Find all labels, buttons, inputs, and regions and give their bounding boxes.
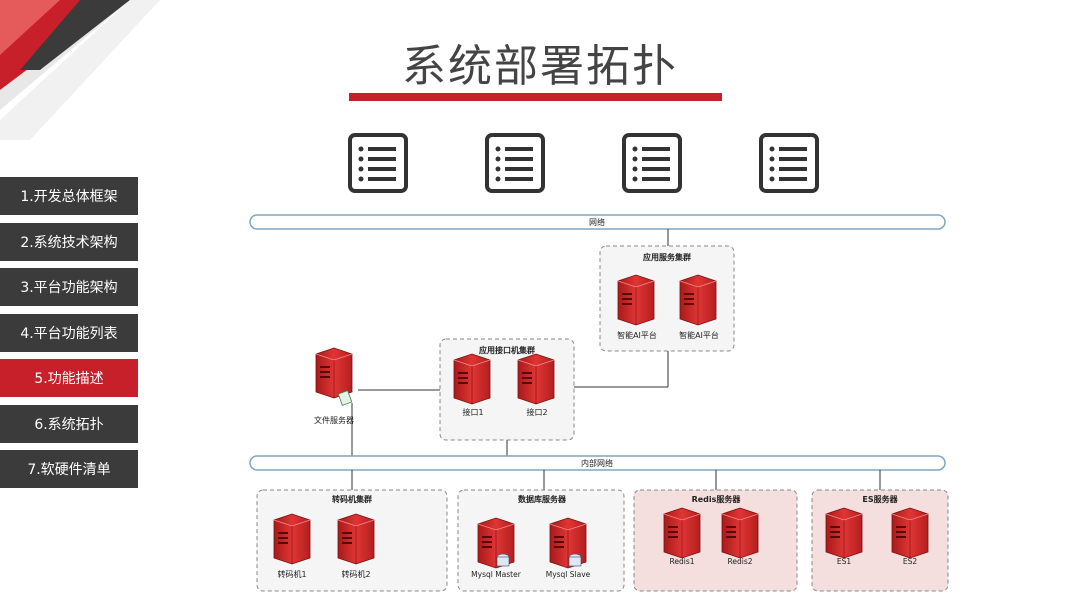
document-list-icon	[622, 133, 682, 193]
es-cluster-title: ES服务器	[862, 494, 898, 504]
server-label: 转码机2	[341, 569, 370, 579]
server-label: Mysql Master	[471, 570, 522, 579]
sidebar-item-topology[interactable]: 6.系统拓扑	[0, 404, 138, 443]
server-label: 智能AI平台	[679, 330, 719, 340]
db-cluster-title: 数据库服务器	[518, 494, 567, 504]
server-icon	[453, 353, 491, 405]
sidebar-item-tech-architecture[interactable]: 2.系统技术架构	[0, 222, 138, 261]
app-cluster-box	[599, 245, 735, 352]
server-label: 接口2	[526, 407, 547, 417]
transcode-cluster-title: 转码机集群	[332, 494, 372, 504]
server-icon	[517, 353, 555, 405]
sidebar-item-function-description[interactable]: 5.功能描述	[0, 359, 138, 397]
server-icon	[891, 507, 929, 559]
sidebar-item-function-architecture[interactable]: 3.平台功能架构	[0, 268, 138, 306]
interface-cluster-title: 应用接口机集群	[479, 345, 535, 355]
network-label: 网络	[589, 217, 605, 227]
server-label: 接口1	[462, 407, 483, 417]
server-label: Redis2	[727, 557, 752, 566]
topology-diagram: 网络 应用服务集群 智能AI平台 智能AI平台 应用接口机集群 接口1 接口2 …	[249, 133, 949, 592]
internal-network-label: 内部网络	[581, 458, 613, 468]
sidebar-item-framework[interactable]: 1.开发总体框架	[0, 177, 138, 215]
page-title: 系统部署拓扑	[402, 41, 678, 92]
file-server-label: 文件服务器	[314, 415, 354, 425]
network-bus-internal	[249, 455, 946, 471]
server-icon	[617, 274, 655, 326]
network-bus-top	[249, 214, 946, 230]
server-label: 智能AI平台	[617, 330, 657, 340]
server-icon	[679, 274, 717, 326]
app-cluster-title: 应用服务集群	[643, 252, 691, 262]
document-list-icon	[485, 133, 545, 193]
redis-cluster-box	[633, 489, 798, 592]
server-label: ES2	[903, 557, 917, 566]
server-label: ES1	[837, 557, 851, 566]
document-list-icon	[759, 133, 819, 193]
server-label: Redis1	[669, 557, 694, 566]
server-icon	[825, 507, 863, 559]
server-icon	[337, 513, 375, 565]
sidebar-item-hardware-software[interactable]: 7.软硬件清单	[0, 450, 138, 488]
server-label: 转码机1	[277, 569, 306, 579]
file-server-icon	[315, 347, 353, 399]
sidebar-nav: 1.开发总体框架 2.系统技术架构 3.平台功能架构 4.平台功能列表 5.功能…	[0, 177, 138, 496]
corner-decoration	[0, 0, 160, 140]
title-underline	[349, 93, 722, 101]
document-list-icon	[348, 133, 408, 193]
redis-cluster-title: Redis服务器	[692, 494, 742, 504]
server-icon	[273, 513, 311, 565]
server-icon	[721, 507, 759, 559]
server-label: Mysql Slave	[546, 570, 591, 579]
server-icon	[663, 507, 701, 559]
sidebar-item-function-list[interactable]: 4.平台功能列表	[0, 313, 138, 352]
